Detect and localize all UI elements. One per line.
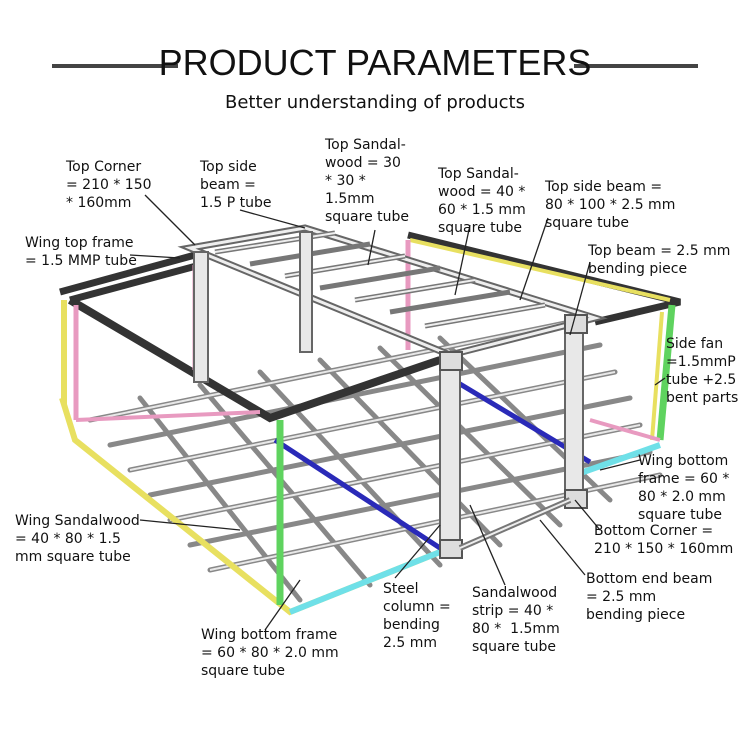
label-top-corner: Top Corner = 210 * 150 * 160mm: [66, 159, 152, 211]
label-wing-sandalwood: Wing Sandalwood = 40 * 80 * 1.5 mm squar…: [15, 513, 140, 565]
wing-top-frame-left-outer: [67, 296, 442, 423]
wing-top-frame-right: [407, 231, 681, 326]
label-top-sandalwood-30: Top Sandal- wood = 30 * 30 * 1.5mm squar…: [325, 137, 410, 225]
label-top-side-beam-80: Top side beam = 80 * 100 * 2.5 mm square…: [545, 179, 676, 231]
header-rule-left: [52, 64, 178, 68]
label-wing-bottom-frame-right: Wing bottom frame = 60 * 80 * 2.0 mm squ…: [638, 453, 730, 523]
bottom-frame-blue: [273, 437, 442, 551]
label-top-beam: Top beam = 2.5 mm bending piece: [588, 243, 731, 277]
floor-grid-highlight: [89, 319, 661, 571]
top-corner-front-right: [564, 314, 588, 334]
steel-column-rear-right: [299, 231, 313, 353]
wing-left-pink-side: [75, 410, 261, 422]
wing-bottom-frame-left-cyan: [288, 547, 447, 615]
steel-column-front-right: [564, 324, 584, 501]
label-top-side-beam-p: Top side beam = 1.5 P tube: [200, 159, 272, 211]
leader-lines: [129, 194, 666, 631]
top-frame-inner: [184, 226, 601, 357]
label-steel-column: Steel column = bending 2.5 mm: [383, 581, 451, 651]
wing-right-post-yellow: [650, 311, 664, 441]
label-wing-top-frame: Wing top frame = 1.5 MMP tube: [25, 235, 137, 269]
top-corner-front-left: [439, 351, 463, 371]
wing-right-yellow-top: [409, 238, 671, 302]
bottom-end-beam-light: [459, 499, 571, 549]
page-title: PRODUCT PARAMETERS: [158, 42, 592, 83]
wing-right-pink-bottom: [589, 418, 661, 442]
wing-right-post: [656, 304, 676, 441]
page-subtitle: Better understanding of products: [225, 92, 525, 113]
label-sandalwood-strip: Sandalwood strip = 40 * 80 * 1.5mm squar…: [472, 585, 560, 655]
label-side-fan: Side fan =1.5mmP tube +2.5 bent parts: [666, 336, 739, 406]
wing-bottom-frame-right: [574, 442, 661, 478]
label-bottom-end-beam: Bottom end beam = 2.5 mm bending piece: [586, 571, 713, 623]
label-bottom-corner: Bottom Corner = 210 * 150 * 160mm: [594, 523, 734, 557]
steel-column-rear-left: [193, 251, 209, 383]
steel-column-front-left: [439, 359, 461, 556]
label-wing-bottom-frame-left: Wing bottom frame = 60 * 80 * 2.0 mm squ…: [201, 627, 339, 679]
label-top-sandalwood-40: Top Sandal- wood = 40 * 60 * 1.5 mm squa…: [438, 166, 526, 236]
header-rule-right: [574, 64, 698, 68]
bottom-corner-front-left: [439, 539, 463, 559]
